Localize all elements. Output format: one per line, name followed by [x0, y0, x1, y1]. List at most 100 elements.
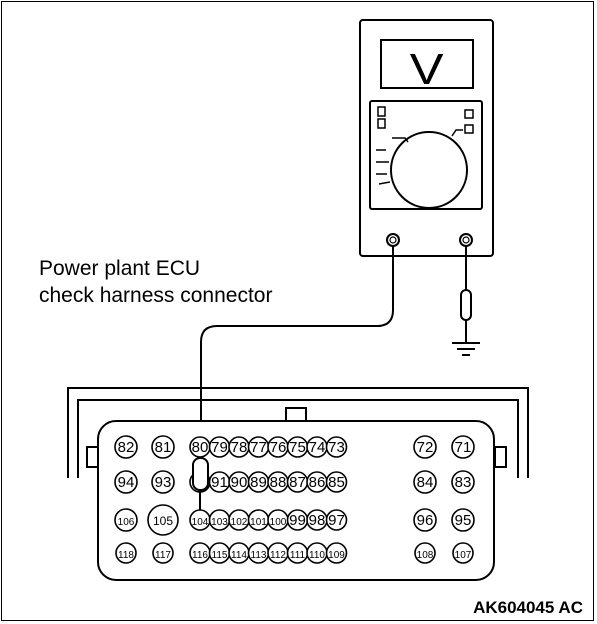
connector-probe-body [192, 457, 209, 491]
pin-circle-105 [147, 504, 179, 536]
pin-label-107: 107 [455, 550, 472, 561]
pin-circle-118 [115, 542, 137, 564]
pin-label-115: 115 [212, 550, 228, 561]
pin-label-111: 111 [290, 550, 306, 561]
pin-label-80: 80 [192, 439, 209, 456]
v-terminal [459, 233, 473, 247]
meter-display [380, 39, 474, 89]
pin-circle-95 [451, 508, 475, 532]
pin-label-84: 84 [417, 474, 434, 491]
pin-label-97: 97 [328, 512, 345, 529]
pin-circle-85 [325, 471, 348, 493]
ground-lead [460, 246, 472, 343]
pin-circle-107 [452, 542, 474, 564]
pin-label-110: 110 [309, 550, 325, 561]
pin-label-85: 85 [328, 474, 345, 491]
switch-left-icon [377, 106, 386, 117]
pin-label-72: 72 [417, 439, 434, 456]
pin-label-118: 118 [118, 550, 134, 561]
pin-label-87: 87 [289, 474, 306, 491]
ground-icon [452, 342, 480, 356]
pin-label-105: 105 [153, 514, 173, 528]
connector-inner-shell [77, 399, 519, 478]
figure-code: AK604045 AC [473, 598, 583, 617]
pin-label-77: 77 [250, 439, 267, 456]
pin-label-103: 103 [211, 517, 228, 528]
pin-label-91: 91 [211, 474, 228, 491]
pin-label-86: 86 [309, 474, 326, 491]
com-terminal [386, 233, 400, 247]
range-ticks-left [376, 149, 391, 185]
pin-circle-108 [414, 542, 436, 564]
range-mark-left [392, 137, 409, 143]
pin-label-99: 99 [289, 512, 306, 529]
v-terminal-inner [462, 236, 470, 244]
pin-label-117: 117 [155, 550, 171, 561]
pin-label-81: 81 [155, 439, 172, 456]
pin-label-82: 82 [118, 439, 135, 456]
pin-label-90: 90 [231, 474, 248, 491]
pin-label-100: 100 [270, 517, 287, 528]
pin-label-94: 94 [118, 474, 135, 491]
connector-probe [192, 457, 209, 510]
pin-label-102: 102 [231, 517, 248, 528]
pin-label-73: 73 [328, 439, 345, 456]
connector-label: Power plant ECU check harness connector [39, 255, 272, 309]
connector-latch-right [494, 446, 507, 468]
pin-label-112: 112 [270, 550, 286, 561]
pin-label-79: 79 [211, 439, 228, 456]
pin-label-104: 104 [192, 517, 209, 528]
pin-label-108: 108 [417, 550, 434, 561]
pin-label-78: 78 [231, 439, 248, 456]
pin-label-98: 98 [309, 512, 326, 529]
voltmeter: V [359, 19, 494, 257]
switch-left-icon-2 [377, 118, 386, 129]
pin-label-113: 113 [251, 550, 267, 561]
pin-circle-93 [151, 470, 175, 494]
pin-circle-84 [413, 470, 437, 494]
connector-pins: 8281807978777675747372719493929190898887… [114, 435, 475, 564]
com-terminal-inner [389, 236, 397, 244]
pin-label-93: 93 [155, 474, 172, 491]
pin-label-96: 96 [417, 512, 434, 529]
pin-label-106: 106 [118, 517, 135, 528]
pin-circle-96 [413, 508, 437, 532]
connector-latch-left [86, 446, 99, 468]
pin-circle-117 [152, 542, 174, 564]
connector-label-line1: Power plant ECU [39, 257, 201, 280]
meter-dial-panel [369, 100, 483, 210]
switch-right-icon [464, 109, 474, 119]
pin-label-89: 89 [250, 474, 267, 491]
pin-label-76: 76 [270, 439, 287, 456]
pin-label-116: 116 [192, 550, 208, 561]
connector-key [285, 407, 307, 423]
pin-label-101: 101 [250, 517, 267, 528]
pin-circle-94 [114, 470, 138, 494]
pin-label-75: 75 [289, 439, 306, 456]
meter-body [359, 19, 494, 257]
connector-label-line2: check harness connector [39, 284, 273, 307]
pin-circle-81 [151, 435, 175, 459]
probe-lead-wire [200, 246, 394, 460]
connector-outer-shell [67, 387, 529, 478]
pin-circle-72 [413, 435, 437, 459]
ground-probe-tip [460, 289, 472, 321]
pin-label-114: 114 [231, 550, 247, 561]
pin-circle-83 [451, 470, 475, 494]
switch-right-icon-2 [464, 124, 474, 134]
pin-circle-71 [451, 435, 475, 459]
pin-circle-109 [325, 542, 348, 564]
pin-label-74: 74 [309, 439, 326, 456]
pin-label-109: 109 [328, 550, 345, 561]
meter-display-symbol: V [410, 45, 444, 94]
pin-label-95: 95 [455, 512, 472, 529]
pin-circle-73 [325, 436, 348, 458]
range-mark-right [451, 129, 463, 137]
pin-label-83: 83 [455, 474, 472, 491]
pin-label-88: 88 [270, 474, 287, 491]
pin-circle-97 [325, 509, 348, 531]
selector-dial [390, 131, 468, 209]
pin-circle-106 [114, 508, 138, 532]
pin-circle-82 [114, 435, 138, 459]
